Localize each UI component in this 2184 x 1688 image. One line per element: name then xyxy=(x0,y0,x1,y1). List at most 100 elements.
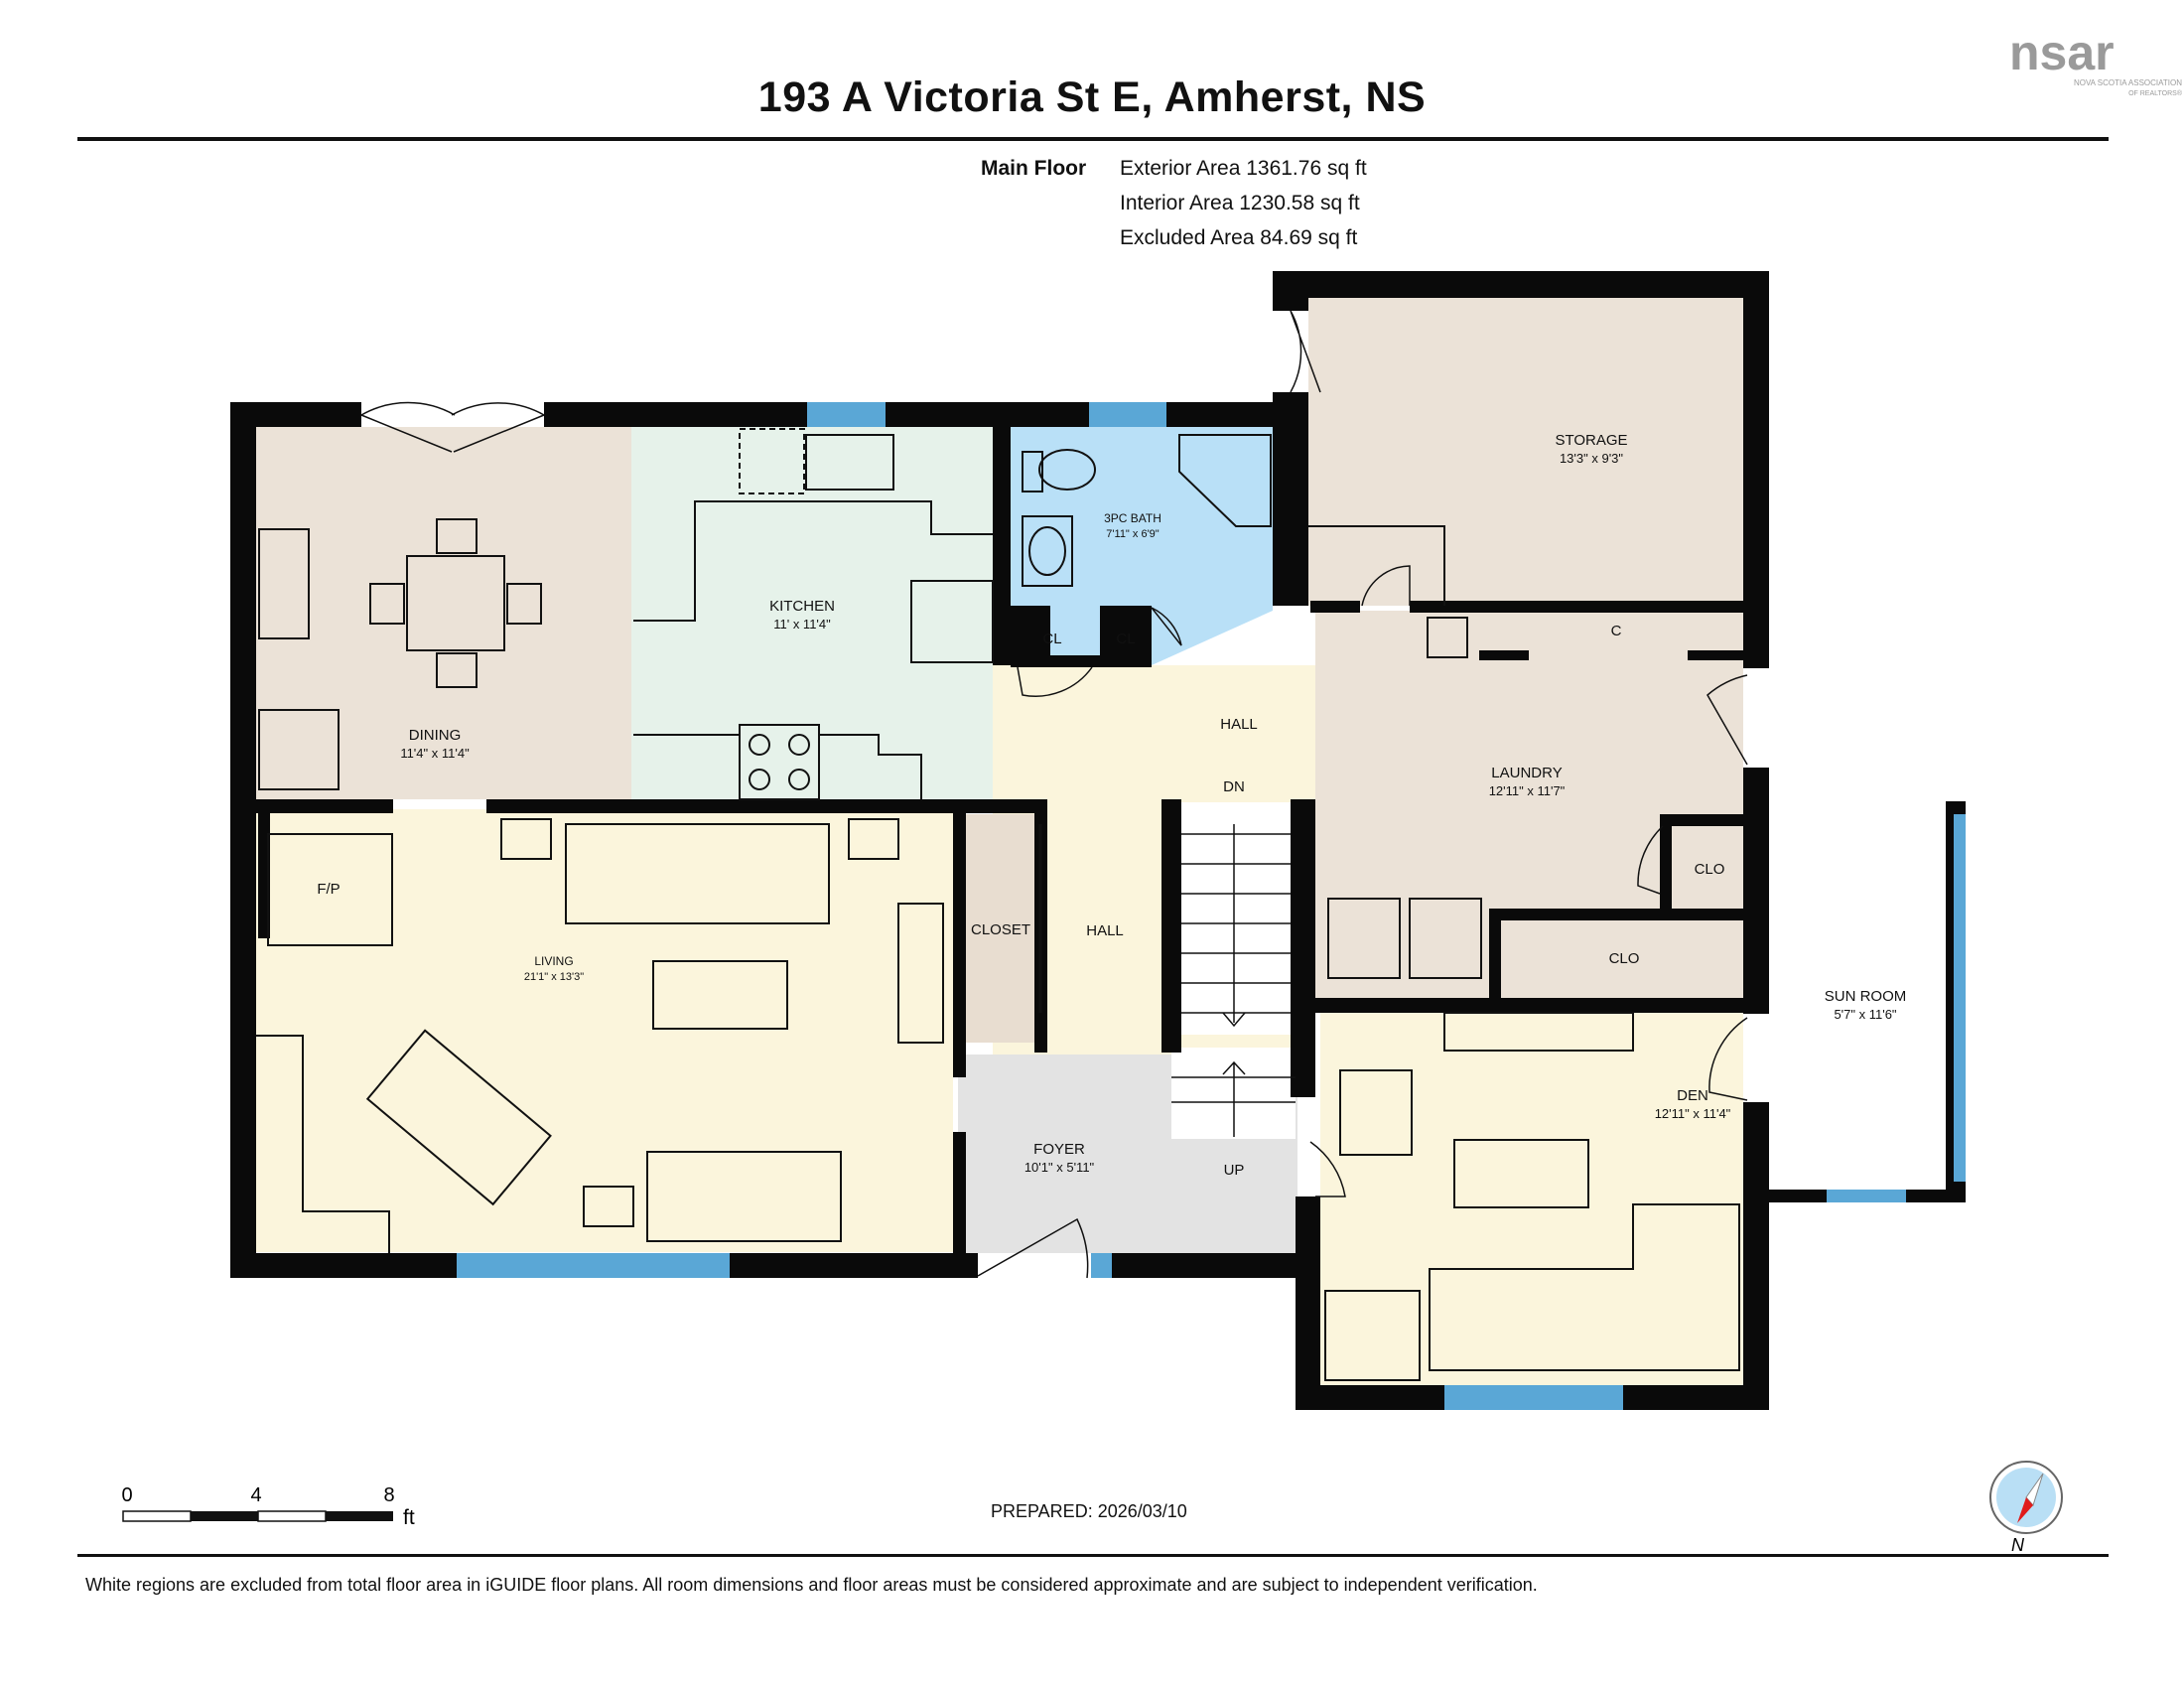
room-name-storage: STORAGE xyxy=(1555,432,1627,449)
sofa xyxy=(565,823,830,924)
kitchen-sink xyxy=(805,434,894,491)
room-fills xyxy=(254,298,1743,1385)
room-dims-kitchen: 11' x 11'4" xyxy=(773,617,831,632)
toilet-tank xyxy=(1022,451,1043,492)
stairs-down-bg xyxy=(1181,802,1291,1035)
stair-arrow-down xyxy=(1222,824,1246,1028)
side-table xyxy=(583,1186,634,1227)
storage-fill xyxy=(1308,298,1743,606)
scale-tick-8: 8 xyxy=(383,1484,394,1506)
door xyxy=(1637,825,1664,895)
wall xyxy=(1688,650,1743,660)
room-dims-bath: 7'11" x 6'9" xyxy=(1106,528,1159,540)
wall xyxy=(1743,271,1769,668)
wall xyxy=(1273,271,1769,298)
room-name-foyer: FOYER xyxy=(1033,1141,1085,1158)
window xyxy=(457,1253,730,1278)
label-cl-1: CL xyxy=(1042,631,1061,647)
closet-fill xyxy=(965,814,1034,1043)
window xyxy=(807,402,886,427)
label-hall-upper: HALL xyxy=(1220,716,1258,733)
wall xyxy=(1161,799,1181,1053)
label-closet: CLOSET xyxy=(971,921,1030,938)
disclaimer-text: White regions are excluded from total fl… xyxy=(85,1575,1538,1595)
scale-bar: 0 4 8 ft xyxy=(121,1484,414,1529)
label-clo-2: CLO xyxy=(1609,950,1640,967)
wall xyxy=(886,402,1089,427)
sofa xyxy=(646,1151,842,1242)
stair-arrow-up xyxy=(1222,1060,1246,1137)
label-fireplace: F/P xyxy=(317,881,340,898)
bath-sink xyxy=(1028,526,1066,576)
wall xyxy=(486,799,1047,813)
dryer xyxy=(1327,898,1401,979)
stair-treads-down xyxy=(1181,833,1291,1014)
scale-segment xyxy=(122,1510,192,1522)
door xyxy=(1706,674,1748,766)
logo-text: nsar xyxy=(2009,25,2115,80)
wall xyxy=(953,799,1047,813)
wall xyxy=(1743,768,1769,1014)
door xyxy=(1290,310,1321,393)
wall xyxy=(230,1253,457,1278)
label-c: C xyxy=(1611,623,1622,639)
wall xyxy=(953,1132,966,1253)
door xyxy=(360,401,456,453)
fireplace xyxy=(267,833,393,946)
side-table xyxy=(848,818,899,860)
room-dims-sunroom: 5'7" x 11'6" xyxy=(1834,1007,1896,1022)
refrigerator xyxy=(910,580,994,663)
wall xyxy=(544,402,807,427)
stove xyxy=(739,724,820,800)
door xyxy=(1309,1141,1346,1197)
room-name-laundry: LAUNDRY xyxy=(1491,765,1562,781)
chair xyxy=(436,518,478,554)
laundry-fill xyxy=(1315,611,1743,1001)
wall xyxy=(1291,799,1315,1097)
wall xyxy=(1296,1196,1320,1410)
room-name-bath: 3PC BATH xyxy=(1104,511,1161,525)
cabinet xyxy=(258,709,340,790)
washer xyxy=(1409,898,1482,979)
chair xyxy=(369,583,405,625)
dining-table xyxy=(406,555,505,651)
bath-fill xyxy=(1011,427,1273,665)
windows xyxy=(457,402,1966,1410)
wall xyxy=(1112,1253,1320,1278)
wall xyxy=(1489,909,1743,920)
wall xyxy=(1660,814,1672,909)
nsar-logo: nsar NOVA SCOTIA ASSOCIATION OF REALTORS… xyxy=(2009,25,2183,97)
interior-area: Interior Area 1230.58 sq ft xyxy=(1120,192,1360,214)
room-name-den: DEN xyxy=(1677,1087,1708,1104)
room-dims-foyer: 10'1" x 5'11" xyxy=(1024,1160,1095,1175)
wall xyxy=(1011,655,1152,667)
header-divider xyxy=(77,137,2109,141)
loveseat xyxy=(365,1029,552,1206)
door xyxy=(1361,565,1411,607)
chair xyxy=(436,652,478,688)
wall xyxy=(1660,814,1743,826)
room-name-kitchen: KITCHEN xyxy=(769,598,835,615)
room-name-dining: DINING xyxy=(409,727,462,744)
door xyxy=(1151,607,1182,646)
sideboard xyxy=(258,528,310,639)
wall xyxy=(953,799,966,1077)
den-coffee-table xyxy=(1453,1139,1589,1208)
label-clo-1: CLO xyxy=(1695,861,1725,878)
wall xyxy=(1273,392,1308,606)
scale-segment xyxy=(257,1510,327,1522)
label-up: UP xyxy=(1224,1162,1245,1179)
exterior-area: Exterior Area 1361.76 sq ft xyxy=(1120,157,1367,180)
burner xyxy=(788,769,810,790)
scale-segment xyxy=(191,1511,258,1521)
counter-l xyxy=(256,1035,390,1253)
logo-subtext-1: NOVA SCOTIA ASSOCIATION xyxy=(2074,78,2182,87)
wall xyxy=(1310,601,1360,613)
toilet-icon xyxy=(1038,449,1096,491)
window xyxy=(1444,1385,1623,1410)
door xyxy=(1017,666,1093,697)
wall xyxy=(1410,601,1743,613)
floor-label: Main Floor xyxy=(981,157,1087,180)
wall xyxy=(1479,650,1529,660)
